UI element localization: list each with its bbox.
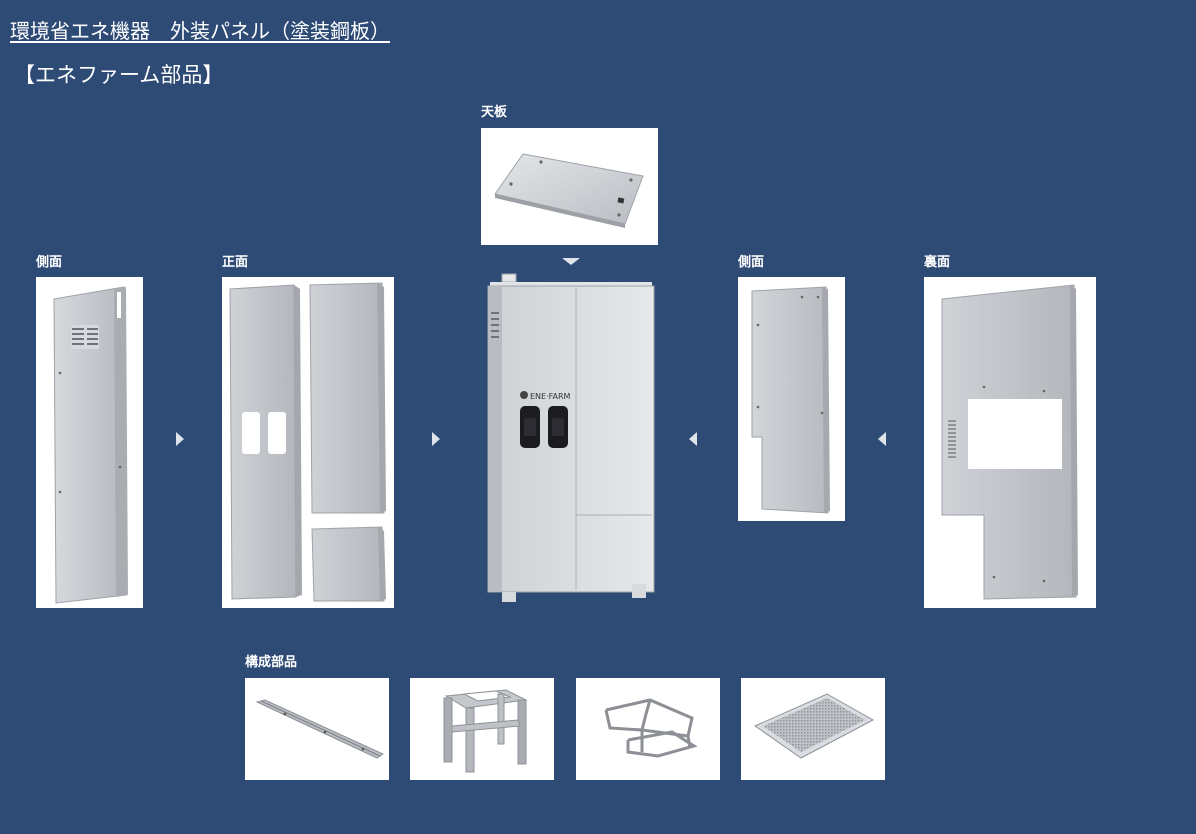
component-rail-image bbox=[245, 678, 389, 780]
side-panel-right-image bbox=[738, 277, 845, 521]
side-panel-left-image bbox=[36, 277, 143, 608]
top-panel-image bbox=[481, 128, 658, 245]
side-panel-right-label: 側面 bbox=[738, 255, 765, 270]
arrow-left-icon bbox=[878, 432, 886, 446]
component-stand-image bbox=[410, 678, 554, 780]
top-panel-label: 天板 bbox=[481, 105, 508, 120]
component-frame-image bbox=[576, 678, 720, 780]
arrow-right-icon bbox=[432, 432, 440, 446]
unit-logo: ENE·FARM bbox=[530, 392, 571, 401]
arrow-down-icon bbox=[562, 258, 580, 265]
section-heading: 【エネファーム部品】 bbox=[14, 63, 224, 87]
components-label: 構成部品 bbox=[245, 655, 298, 670]
component-filter-image bbox=[741, 678, 885, 780]
front-panel-label: 正面 bbox=[222, 255, 249, 270]
back-panel-label: 裏面 bbox=[924, 255, 951, 270]
arrow-right-icon bbox=[176, 432, 184, 446]
side-panel-left-label: 側面 bbox=[36, 255, 63, 270]
arrow-left-icon bbox=[689, 432, 697, 446]
page-title: 環境省エネ機器 外装パネル（塗装鋼板） bbox=[10, 19, 390, 43]
front-panel-image bbox=[222, 277, 394, 608]
back-panel-image bbox=[924, 277, 1096, 608]
ene-farm-unit-image: ENE·FARM bbox=[482, 272, 662, 604]
